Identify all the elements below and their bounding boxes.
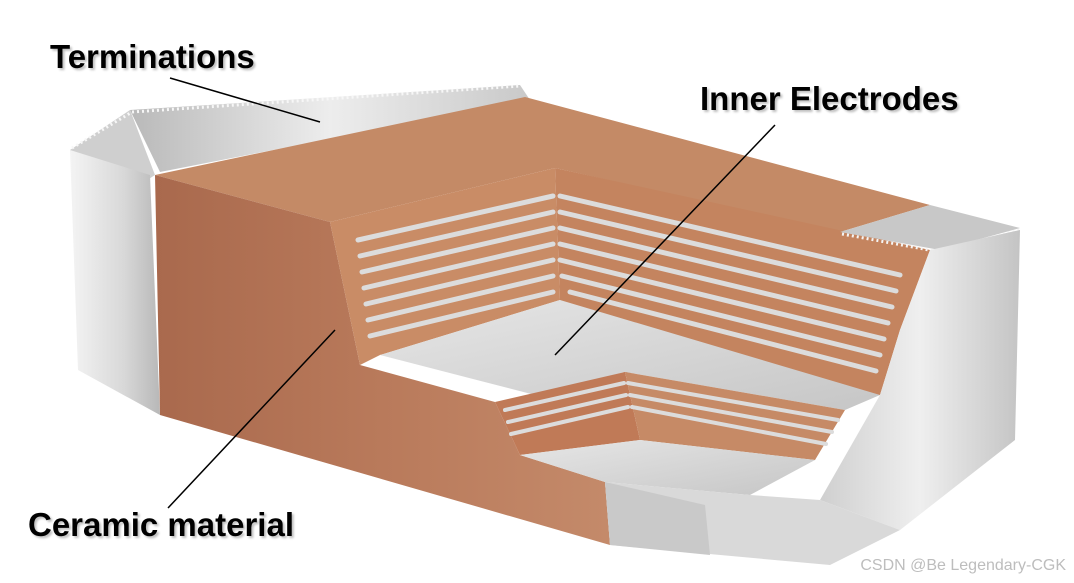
electrode-floor-lower: [520, 440, 815, 495]
label-terminations: Terminations: [50, 38, 255, 75]
right-termination-front: [605, 482, 710, 555]
ceramic-top-surface: [155, 97, 930, 232]
inner-electrodes-lower: [503, 381, 840, 446]
electrode-floor-upper: [380, 300, 880, 410]
label-ceramic-material: Ceramic material: [28, 506, 294, 543]
inner-electrodes-left: [355, 193, 556, 339]
left-termination-top: [130, 85, 530, 172]
inner-electrodes-right: [557, 193, 903, 374]
right-termination-top: [840, 205, 1020, 250]
right-termination: [605, 205, 1021, 565]
watermark: CSDN @Be Legendary-CGK: [860, 557, 1066, 574]
right-termination-side: [820, 230, 1020, 530]
inner-electrodes-leader-line: [554, 124, 776, 356]
terminations-leader-line: [169, 77, 321, 123]
left-termination-side: [70, 150, 160, 415]
left-termination: [70, 84, 530, 415]
label-inner-electrodes: Inner Electrodes: [700, 80, 959, 117]
step-wall-left: [495, 372, 640, 455]
ceramic-front-face: [155, 175, 610, 545]
ceramic-leader-line: [167, 329, 336, 509]
